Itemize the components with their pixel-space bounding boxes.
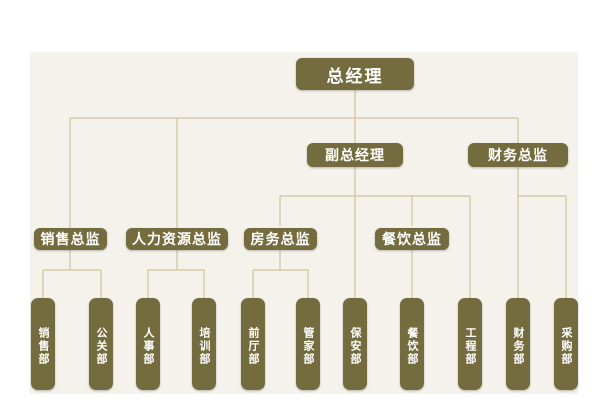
dept-personnel-box: 人事部 [136, 298, 160, 390]
dept-front-office-box: 前厅部 [241, 298, 265, 390]
hr-director-box: 人力资源总监 [126, 228, 228, 250]
fnb-director-box: 餐饮总监 [375, 228, 449, 250]
sales-director-box: 销售总监 [34, 228, 107, 250]
dept-purchasing-box: 采购部 [554, 298, 578, 390]
dept-housekeeping-box: 管家部 [296, 298, 320, 390]
dept-training-box: 培训部 [192, 298, 216, 390]
dept-catering-box: 餐饮部 [400, 298, 424, 390]
general-manager-box: 总经理 [296, 58, 414, 90]
rooms-director-box: 房务总监 [244, 228, 317, 250]
deputy-gm-box: 副总经理 [307, 143, 403, 167]
dept-finance-box: 财务部 [506, 298, 530, 390]
dept-engineering-box: 工程部 [458, 298, 482, 390]
dept-sales-box: 销售部 [31, 298, 55, 390]
dept-pr-box: 公关部 [89, 298, 113, 390]
dept-security-box: 保安部 [343, 298, 367, 390]
finance-director-box: 财务总监 [468, 143, 568, 167]
